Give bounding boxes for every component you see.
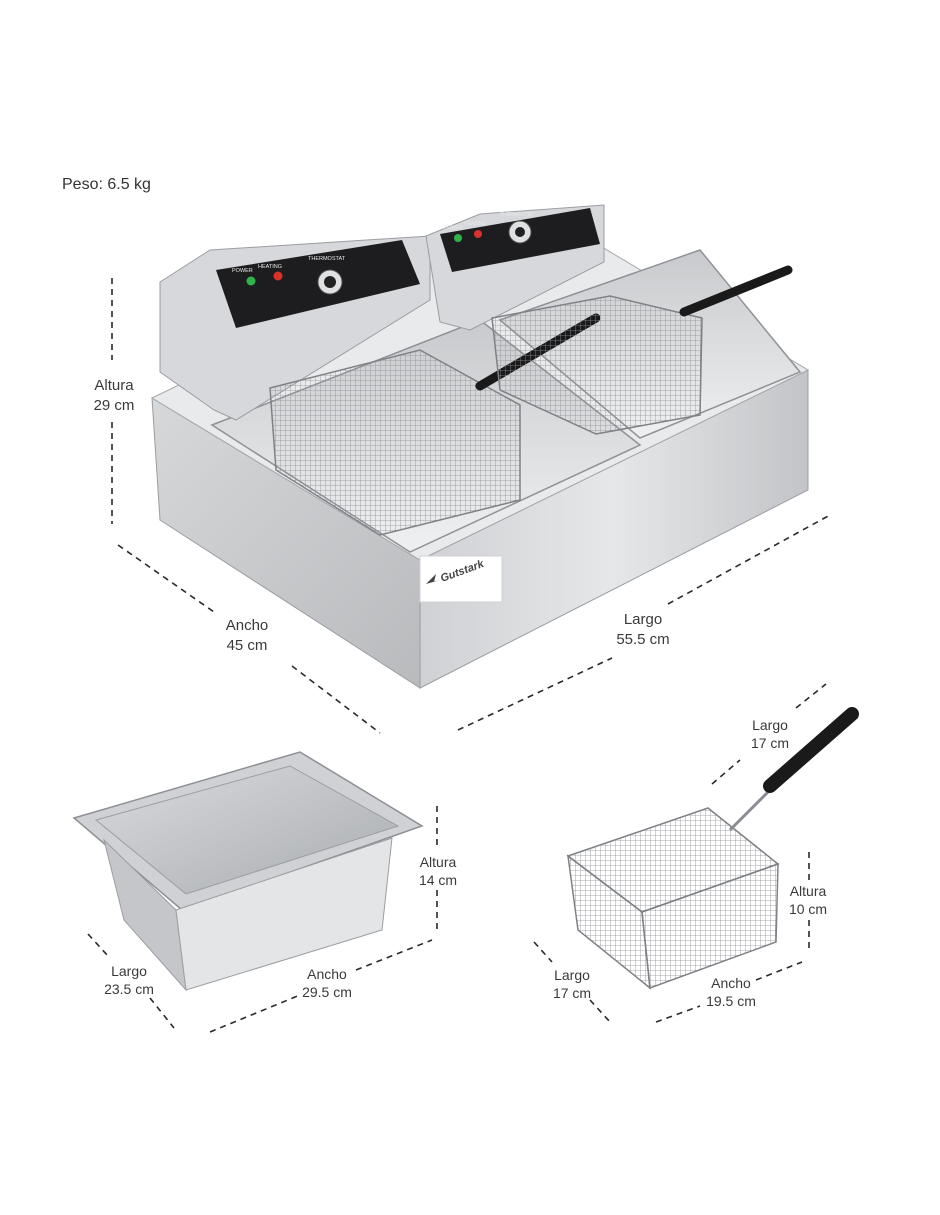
- tank-width-label: Ancho 29.5 cm: [292, 965, 362, 1001]
- basket-width-line-right: [755, 961, 803, 981]
- tank-length-value: 23.5 cm: [104, 981, 154, 997]
- double-fryer: POWER HEATING THERMOSTAT POWER HEATING T…: [150, 204, 810, 689]
- fryer-width-label: Ancho 45 cm: [214, 616, 280, 656]
- basket-length-value: 17 cm: [552, 985, 592, 1001]
- basket-height-label: Altura 10 cm: [780, 882, 836, 918]
- heating-text-left: HEATING: [258, 264, 282, 270]
- fryer-width-name: Ancho: [225, 617, 269, 634]
- basket-width-value: 19.5 cm: [706, 993, 756, 1009]
- thermostat-knob-right-center: [515, 227, 525, 237]
- fryer-dimension-lines: [111, 278, 831, 734]
- basket-width-label: Ancho 19.5 cm: [698, 974, 764, 1010]
- fryer-length-line-right: [667, 514, 831, 605]
- tank-height-name: Altura: [419, 854, 457, 870]
- thermostat-text-right: THERMOSTAT: [500, 212, 534, 218]
- fryer-left-basket: [269, 349, 521, 536]
- basket-top-length-name: Largo: [752, 717, 788, 733]
- tank-length-name: Largo: [111, 963, 147, 979]
- basket-length-line-bottom: [589, 999, 611, 1023]
- tank-inner: [94, 765, 400, 895]
- tank-width-value: 29.5 cm: [302, 984, 352, 1000]
- fryer-height-label: Altura 29 cm: [86, 376, 142, 416]
- tank-length-label: Largo 23.5 cm: [94, 962, 164, 998]
- fryer-width-line-top: [117, 544, 215, 613]
- basket-length-name: Largo: [554, 967, 590, 983]
- tank-width-name: Ancho: [307, 966, 347, 982]
- basket-handle-grip: [763, 707, 859, 793]
- heating-led-right: [474, 230, 482, 238]
- tank-width-line-right: [355, 939, 433, 971]
- basket-height-name: Altura: [789, 883, 827, 899]
- fryer-width-value: 45 cm: [226, 637, 268, 654]
- basket-length-line-top: [533, 941, 553, 963]
- tank-dimension-lines: [87, 806, 438, 1033]
- power-led-left: [246, 276, 256, 286]
- fryer-length-label: Largo 55.5 cm: [604, 610, 682, 650]
- heating-led-left: [273, 271, 283, 281]
- fryer-height-name: Altura: [94, 377, 134, 394]
- thermostat-knob-left-center: [324, 276, 336, 288]
- fryer-length-line-left: [457, 657, 613, 731]
- weight-label: Peso: 6.5 kg: [62, 176, 151, 193]
- basket-height-value: 10 cm: [788, 901, 828, 917]
- spare-basket: [566, 707, 859, 990]
- tank-height-label: Altura 14 cm: [410, 853, 466, 889]
- fryer-width-line-bottom: [291, 665, 381, 734]
- power-text-left: POWER: [232, 268, 253, 274]
- fryer-height-value: 29 cm: [93, 397, 135, 414]
- brand-logo-icon: [426, 574, 440, 584]
- fryer-length-value: 55.5 cm: [616, 631, 670, 648]
- tank-length-line-bottom: [149, 997, 175, 1029]
- basket-width-name: Ancho: [711, 975, 751, 991]
- tank-length-line-top: [87, 933, 109, 957]
- tank-width-line-left: [209, 994, 301, 1033]
- basket-handle-rod: [728, 788, 772, 832]
- tank-front-side: [175, 837, 393, 991]
- basket-mesh-left: [567, 854, 651, 990]
- basket-top-length-line-left: [711, 759, 741, 785]
- spare-tank: [72, 751, 424, 992]
- basket-top-length-value: 17 cm: [750, 735, 790, 751]
- thermostat-text-left: THERMOSTAT: [308, 256, 346, 262]
- basket-width-line-left: [655, 1005, 701, 1023]
- basket-length-label: Largo 17 cm: [542, 966, 602, 1002]
- fryer-right-basket-handle: [679, 265, 793, 317]
- power-text-right: POWER: [444, 225, 463, 231]
- fryer-length-name: Largo: [623, 611, 663, 628]
- basket-dimension-lines: [533, 683, 827, 1023]
- basket-top-length-label: Largo 17 cm: [740, 716, 800, 752]
- tank-height-value: 14 cm: [418, 872, 458, 888]
- fryer-right-basket: [491, 295, 703, 435]
- heating-text-right: HEATING: [464, 221, 486, 227]
- power-led-right: [454, 234, 462, 242]
- basket-top-length-line-right: [795, 683, 827, 709]
